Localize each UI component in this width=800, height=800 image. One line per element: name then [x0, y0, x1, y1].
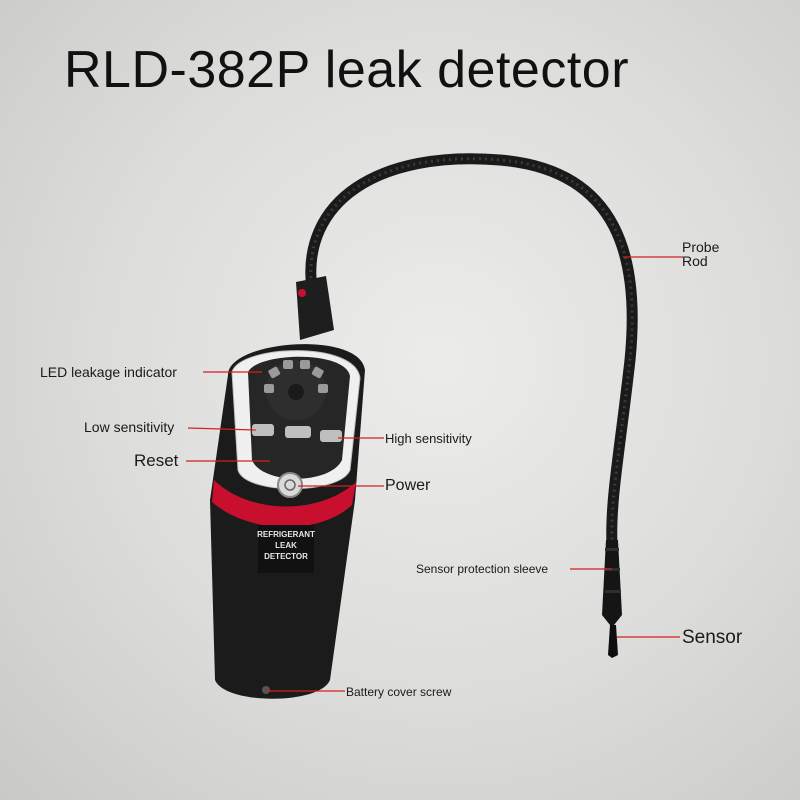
low-sensitivity-btn: [252, 424, 274, 436]
callout-sensor: Sensor: [682, 627, 743, 648]
callout-sensor-sleeve: Sensor protection sleeve: [416, 562, 549, 576]
callout-reset: Reset: [134, 451, 179, 470]
callout-battery-screw: Battery cover screw: [346, 685, 452, 699]
sensor-sleeve: [602, 540, 622, 625]
led-ring: [264, 360, 328, 420]
leader-lines: [186, 256, 683, 692]
callout-high-sensitivity: High sensitivity: [385, 431, 472, 446]
callout-power: Power: [385, 477, 431, 494]
red-band: [212, 480, 356, 528]
device-label: REFRIGERANT LEAK DETECTOR: [257, 530, 315, 561]
callout-low-sensitivity: Low sensitivity: [84, 419, 175, 435]
page-title: RLD-382P leak detector: [64, 41, 630, 99]
probe-rod: [305, 153, 638, 551]
callout-led-indicator: LED leakage indicator: [40, 364, 177, 380]
callout-probe-rod: Probe Rod: [682, 239, 720, 269]
reset-btn: [285, 426, 311, 438]
battery-screw: [262, 686, 270, 694]
high-sensitivity-btn: [320, 430, 342, 442]
power-btn: [277, 472, 303, 498]
sensor-tip: [608, 625, 618, 658]
